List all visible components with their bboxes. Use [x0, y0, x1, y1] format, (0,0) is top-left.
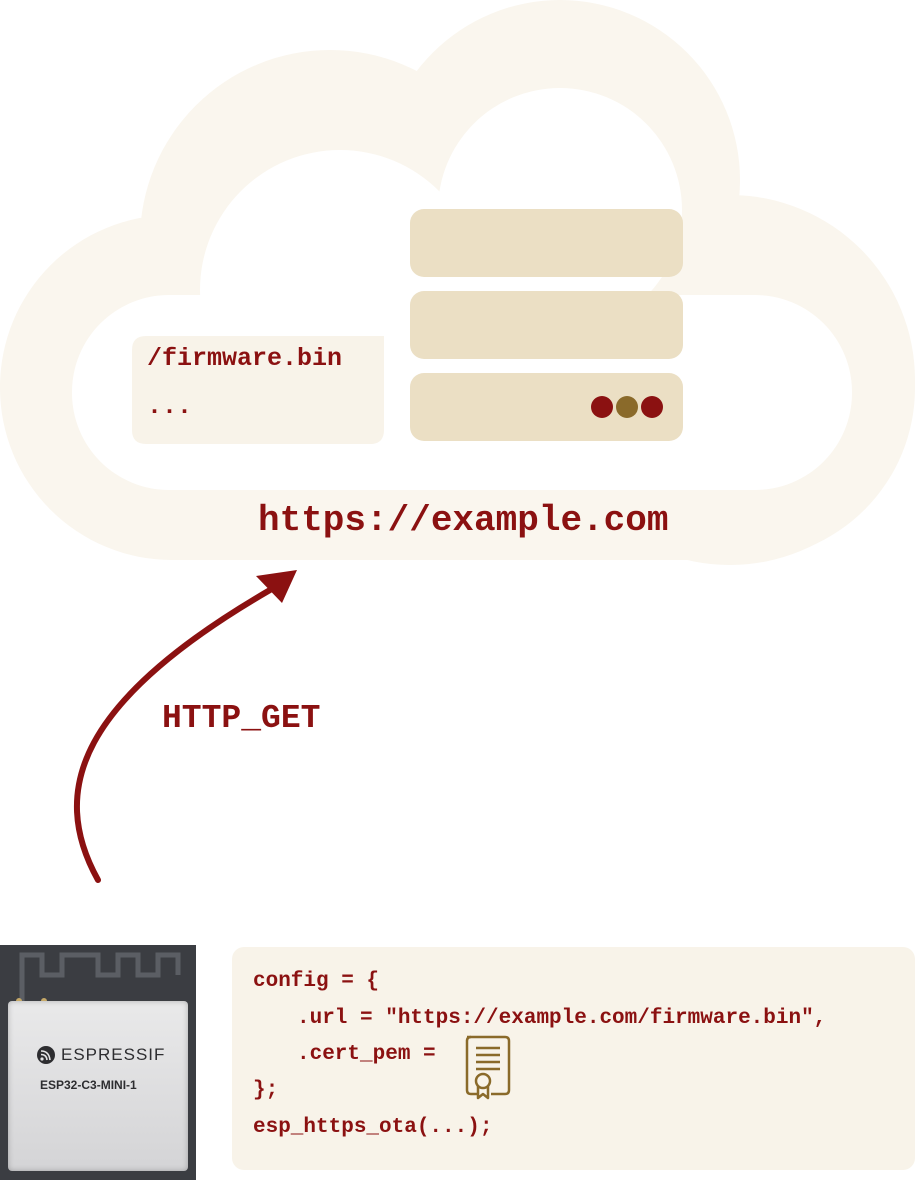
code-panel	[232, 947, 915, 1170]
path-line: /firmware.bin	[147, 344, 343, 373]
code-line: .url = "https://example.com/firmware.bin…	[297, 1007, 827, 1030]
path-bubble	[132, 308, 410, 444]
code-line: esp_https_ota(...);	[253, 1116, 493, 1139]
server-unit	[410, 209, 683, 277]
host-url: https://example.com	[258, 500, 669, 541]
code-line: };	[253, 1079, 279, 1102]
antenna-trace	[19, 952, 181, 1003]
status-led	[616, 396, 638, 418]
path-line: ...	[147, 392, 193, 421]
request-arrow	[73, 570, 297, 883]
server-unit	[410, 291, 683, 359]
certificate-icon	[465, 1035, 511, 1100]
espressif-logo-icon	[37, 1046, 55, 1064]
status-led	[641, 396, 663, 418]
code-line: config = {	[253, 970, 380, 993]
brand-name: ESPRESSIF	[61, 1045, 166, 1064]
status-led	[591, 396, 613, 418]
module-shield	[8, 1001, 188, 1171]
module-model: ESP32-C3-MINI-1	[40, 1078, 137, 1092]
arrow-label: HTTP_GET	[162, 700, 321, 737]
esp32-module: ESPRESSIF ESP32-C3-MINI-1	[0, 945, 196, 1180]
code-line: .cert_pem =	[297, 1043, 449, 1066]
server-unit	[410, 373, 683, 441]
module-brand: ESPRESSIF	[36, 1045, 165, 1065]
